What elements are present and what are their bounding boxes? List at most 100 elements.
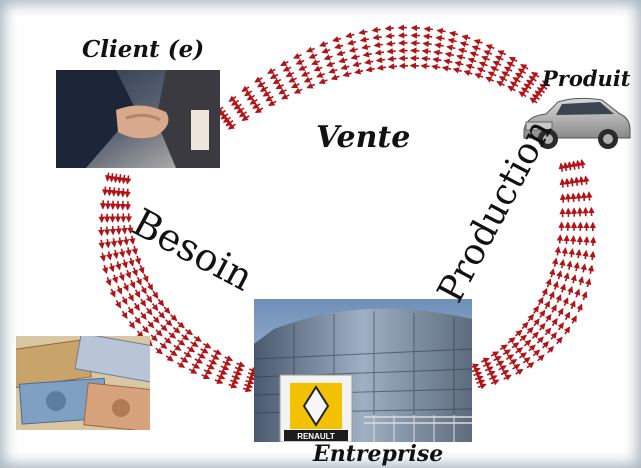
flow-arrow-mark <box>493 355 502 362</box>
flow-arrow-mark <box>570 192 577 202</box>
flow-arrow-mark <box>186 346 196 353</box>
flow-arrow-mark <box>533 318 540 327</box>
flow-arrow-mark <box>387 55 397 63</box>
flow-arrow-mark <box>575 249 582 259</box>
flow-arrow-mark <box>520 87 530 94</box>
flow-arrow-mark <box>147 282 153 291</box>
flow-arrow-mark <box>523 339 532 347</box>
flow-arrow-mark <box>541 287 548 297</box>
flow-arrow-mark <box>579 159 586 169</box>
flow-arrow-mark <box>170 314 178 322</box>
flow-arrow-mark <box>423 33 433 40</box>
flow-arrow-mark <box>387 63 398 70</box>
flow-arrow-mark <box>164 337 172 344</box>
flow-arrow-mark <box>544 300 551 310</box>
flow-arrow-mark <box>567 285 574 296</box>
flow-arrow-mark <box>497 50 507 57</box>
flow-arrow-mark <box>583 236 590 246</box>
flow-arrow-mark <box>115 187 122 198</box>
flow-arrow-mark <box>467 57 477 64</box>
flow-arrow-mark <box>488 375 498 382</box>
flow-arrow-mark <box>110 238 118 248</box>
flow-arrow-mark <box>564 177 571 188</box>
flow-arrow-mark <box>434 42 444 49</box>
flow-arrow-mark <box>127 224 134 235</box>
flow-arrow-mark <box>422 40 432 48</box>
flow-arrow-mark <box>585 278 592 288</box>
flow-arrow-mark <box>571 160 578 170</box>
flow-arrow-mark <box>185 328 194 336</box>
flow-arrow-mark <box>541 80 550 87</box>
flow-arrow-mark <box>507 337 516 344</box>
flow-arrow-mark <box>124 188 131 198</box>
flow-arrow-mark <box>313 65 323 72</box>
flow-arrow-mark <box>570 315 577 324</box>
flow-arrow-mark <box>281 93 290 100</box>
flow-arrow-mark <box>362 51 372 58</box>
flow-arrow-mark <box>177 321 185 329</box>
flow-arrow-mark <box>483 50 493 57</box>
flow-arrow-mark <box>449 30 459 38</box>
flow-arrow-mark <box>220 113 229 120</box>
flow-arrow-mark <box>142 273 149 283</box>
flow-arrow-mark <box>375 56 386 64</box>
flow-arrow-mark <box>115 225 122 235</box>
flow-arrow-mark <box>345 32 355 39</box>
flow-arrow-mark <box>576 303 583 313</box>
flow-arrow-mark <box>216 373 226 380</box>
flow-arrow-mark <box>268 99 277 106</box>
flow-arrow-mark <box>586 191 593 201</box>
flow-arrow-mark <box>580 191 588 201</box>
flow-arrow-mark <box>234 365 244 372</box>
flow-arrow-mark <box>500 369 510 376</box>
flow-arrow-mark <box>573 261 580 272</box>
flow-arrow-mark <box>480 357 490 364</box>
flow-arrow-mark <box>555 294 562 303</box>
flow-arrow-mark <box>254 76 263 83</box>
flow-arrow-mark <box>461 34 471 41</box>
flow-arrow-mark <box>529 97 538 104</box>
flow-arrow-mark <box>547 345 555 354</box>
client-handshake-image <box>56 70 220 168</box>
flow-arrow-mark <box>526 362 535 369</box>
flow-arrow-mark <box>249 98 258 105</box>
flow-arrow-mark <box>384 25 394 32</box>
flow-arrow-mark <box>340 64 350 71</box>
production-arrow-flow <box>470 159 597 390</box>
flow-arrow-mark <box>527 313 535 322</box>
flow-arrow-mark <box>183 351 192 358</box>
flow-arrow-mark <box>180 356 189 363</box>
flow-arrow-mark <box>580 263 587 273</box>
flow-arrow-mark <box>285 71 295 78</box>
flow-arrow-mark <box>236 107 245 114</box>
flow-arrow-mark <box>456 54 466 61</box>
flow-arrow-mark <box>542 341 549 349</box>
flow-arrow-mark <box>518 91 527 98</box>
flow-arrow-mark <box>532 305 539 314</box>
flow-arrow-mark <box>563 272 570 282</box>
flow-arrow-mark <box>471 45 481 52</box>
flow-arrow-mark <box>109 288 116 298</box>
flow-arrow-mark <box>511 342 520 349</box>
flow-arrow-mark <box>548 291 555 300</box>
flow-arrow-mark <box>222 359 232 366</box>
money-bills-image <box>16 336 150 430</box>
flow-arrow-mark <box>325 60 336 68</box>
flow-arrow-mark <box>550 331 557 340</box>
flow-arrow-mark <box>507 85 516 92</box>
flow-arrow-mark <box>385 32 395 40</box>
flow-arrow-mark <box>109 173 116 183</box>
flow-arrow-mark <box>127 306 134 315</box>
flow-arrow-mark <box>441 65 452 72</box>
flow-arrow-mark <box>570 235 577 245</box>
flow-arrow-mark <box>188 367 198 374</box>
flow-arrow-mark <box>421 48 431 55</box>
flow-arrow-mark <box>476 379 486 386</box>
flow-arrow-mark <box>477 383 487 390</box>
flow-arrow-mark <box>526 79 535 86</box>
flow-arrow-mark <box>109 226 117 236</box>
flow-arrow-mark <box>241 114 250 122</box>
flow-arrow-mark <box>559 193 567 203</box>
flow-arrow-mark <box>523 83 532 90</box>
flow-arrow-mark <box>537 354 545 362</box>
